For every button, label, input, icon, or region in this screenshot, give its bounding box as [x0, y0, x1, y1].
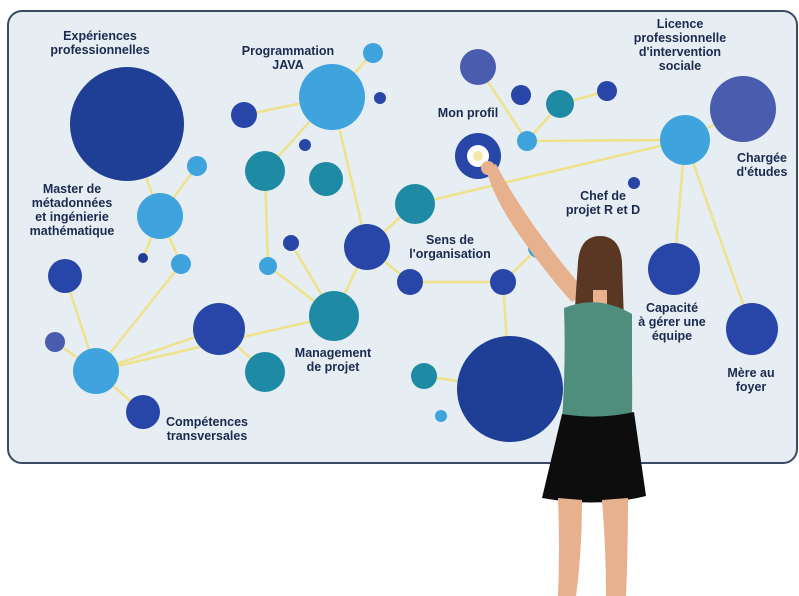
network-node[interactable]: [231, 102, 257, 128]
network-node[interactable]: [660, 115, 710, 165]
network-node[interactable]: [411, 363, 437, 389]
network-node[interactable]: [374, 92, 386, 104]
label-line: d'études: [737, 165, 788, 179]
network-node[interactable]: [245, 151, 285, 191]
network-node[interactable]: [344, 224, 390, 270]
label-line: d'intervention: [639, 45, 721, 59]
network-node[interactable]: [187, 156, 207, 176]
skirt: [542, 412, 646, 503]
network-node[interactable]: [299, 139, 311, 151]
network-node[interactable]: [283, 235, 299, 251]
network-link: [683, 138, 754, 331]
label-line: Chargée: [737, 151, 787, 165]
network-node[interactable]: [73, 348, 119, 394]
label-line: mathématique: [30, 224, 115, 238]
network-node[interactable]: [490, 269, 516, 295]
network-node[interactable]: [299, 64, 365, 130]
network-node[interactable]: [435, 410, 447, 422]
label-mon-profil: Mon profil: [438, 106, 498, 120]
label-line: projet R et D: [566, 203, 640, 217]
label-line: professionnelles: [50, 43, 149, 57]
network-nodes: [45, 43, 778, 442]
label-line: transversales: [167, 429, 248, 443]
network-node[interactable]: [193, 303, 245, 355]
label-line: métadonnées: [32, 196, 113, 210]
label-line: Programmation: [242, 44, 334, 58]
label-line: professionnelle: [634, 31, 726, 45]
label-line: Management: [295, 346, 372, 360]
network-node[interactable]: [397, 269, 423, 295]
network-node[interactable]: [126, 395, 160, 429]
left-leg: [558, 498, 582, 596]
label-line: à gérer une: [638, 315, 705, 329]
pointing-hand: [481, 161, 495, 175]
network-node[interactable]: [245, 352, 285, 392]
woman-figure: [481, 161, 646, 596]
label-line: Mon profil: [438, 106, 498, 120]
label-line: Mère au: [727, 366, 774, 380]
network-node[interactable]: [628, 177, 640, 189]
network-node[interactable]: [511, 85, 531, 105]
network-node[interactable]: [395, 184, 435, 224]
network-node[interactable]: [137, 193, 183, 239]
network-node[interactable]: [517, 131, 537, 151]
label-line: Master de: [43, 182, 101, 196]
network-link: [525, 138, 687, 143]
label-line: et ingénierie: [35, 210, 109, 224]
label-line: Expériences: [63, 29, 137, 43]
shirt: [562, 302, 632, 424]
label-line: l'organisation: [409, 247, 490, 261]
network-node[interactable]: [171, 254, 191, 274]
network-node[interactable]: [546, 90, 574, 118]
label-line: Sens de: [426, 233, 474, 247]
network-node[interactable]: [363, 43, 383, 63]
network-node[interactable]: [648, 243, 700, 295]
raised-arm: [486, 164, 586, 302]
network-node[interactable]: [45, 332, 65, 352]
label-line: Capacité: [646, 301, 698, 315]
network-node[interactable]: [597, 81, 617, 101]
label-line: équipe: [652, 329, 692, 343]
network-link: [413, 138, 687, 206]
network-node[interactable]: [726, 303, 778, 355]
network-node[interactable]: [70, 67, 184, 181]
label-line: Licence: [657, 17, 704, 31]
network-node[interactable]: [457, 336, 563, 442]
network-node[interactable]: [48, 259, 82, 293]
network-node[interactable]: [309, 291, 359, 341]
label-line: de projet: [307, 360, 361, 374]
label-line: Compétences: [166, 415, 248, 429]
neck: [593, 290, 607, 306]
label-line: sociale: [659, 59, 701, 73]
network-node[interactable]: [710, 76, 776, 142]
network-node[interactable]: [309, 162, 343, 196]
right-leg: [602, 498, 628, 596]
network-node[interactable]: [460, 49, 496, 85]
network-node[interactable]: [259, 257, 277, 275]
network-node[interactable]: [138, 253, 148, 263]
label-line: Chef de: [580, 189, 626, 203]
label-line: foyer: [736, 380, 767, 394]
label-line: JAVA: [272, 58, 304, 72]
